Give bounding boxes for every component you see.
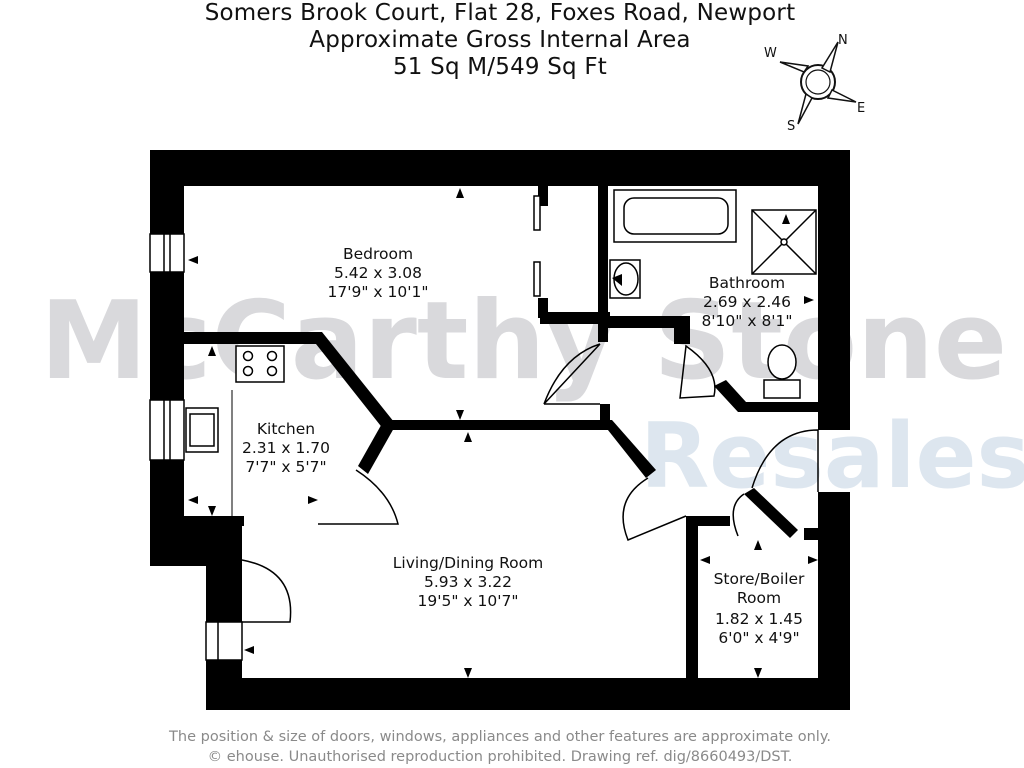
room-store-boiler: Store/Boiler Room 1.82 x 1.45 6'0" x 4'9… xyxy=(714,570,805,647)
disclaimer-line-1: The position & size of doors, windows, a… xyxy=(169,729,831,745)
measure-arrows xyxy=(188,188,818,678)
basin-icon xyxy=(609,259,641,299)
bathroom-metric: 2.69 x 2.46 xyxy=(703,293,791,311)
sink-icon xyxy=(185,407,219,453)
bathroom-imperial: 8'10" x 8'1" xyxy=(701,312,792,330)
room-bedroom: Bedroom 5.42 x 3.08 17'9" x 10'1" xyxy=(328,245,429,301)
compass-s: S xyxy=(787,119,795,134)
area-value: 51 Sq M/549 Sq Ft xyxy=(392,54,608,80)
living-metric: 5.93 x 3.22 xyxy=(424,573,512,591)
store-imperial: 6'0" x 4'9" xyxy=(718,629,799,647)
shower-icon xyxy=(751,209,817,275)
kitchen-name: Kitchen xyxy=(257,420,315,438)
bedroom-imperial: 17'9" x 10'1" xyxy=(328,283,429,301)
compass-w: W xyxy=(764,46,777,61)
hob-icon xyxy=(235,345,285,383)
kitchen-metric: 2.31 x 1.70 xyxy=(242,439,330,457)
disclaimer-line-2: © ehouse. Unauthorised reproduction proh… xyxy=(207,749,793,765)
bath-icon xyxy=(613,189,737,243)
walls xyxy=(150,150,850,710)
living-name: Living/Dining Room xyxy=(393,554,543,572)
living-imperial: 19'5" x 10'7" xyxy=(418,592,519,610)
store-name-line2: Room xyxy=(737,589,781,607)
windows xyxy=(149,233,243,661)
title-block: Somers Brook Court, Flat 28, Foxes Road,… xyxy=(0,0,1000,81)
room-bathroom: Bathroom 2.69 x 2.46 8'10" x 8'1" xyxy=(701,274,792,330)
kitchen-imperial: 7'7" x 5'7" xyxy=(245,458,326,476)
compass-e: E xyxy=(857,101,865,116)
door-swings xyxy=(241,343,819,623)
wardrobe-doors xyxy=(533,195,541,297)
bathroom-name: Bathroom xyxy=(709,274,785,292)
bedroom-name: Bedroom xyxy=(343,245,413,263)
area-title: Approximate Gross Internal Area xyxy=(309,27,691,53)
room-living-dining: Living/Dining Room 5.93 x 3.22 19'5" x 1… xyxy=(393,554,543,610)
footer-disclaimer: The position & size of doors, windows, a… xyxy=(0,727,1000,767)
compass-n: N xyxy=(838,33,848,48)
property-address: Somers Brook Court, Flat 28, Foxes Road,… xyxy=(204,0,796,26)
compass-icon: N E S W xyxy=(764,33,865,134)
room-kitchen: Kitchen 2.31 x 1.70 7'7" x 5'7" xyxy=(242,420,330,476)
store-metric: 1.82 x 1.45 xyxy=(715,610,803,628)
toilet-icon xyxy=(763,344,801,399)
bedroom-metric: 5.42 x 3.08 xyxy=(334,264,422,282)
store-name-line1: Store/Boiler xyxy=(714,570,805,588)
